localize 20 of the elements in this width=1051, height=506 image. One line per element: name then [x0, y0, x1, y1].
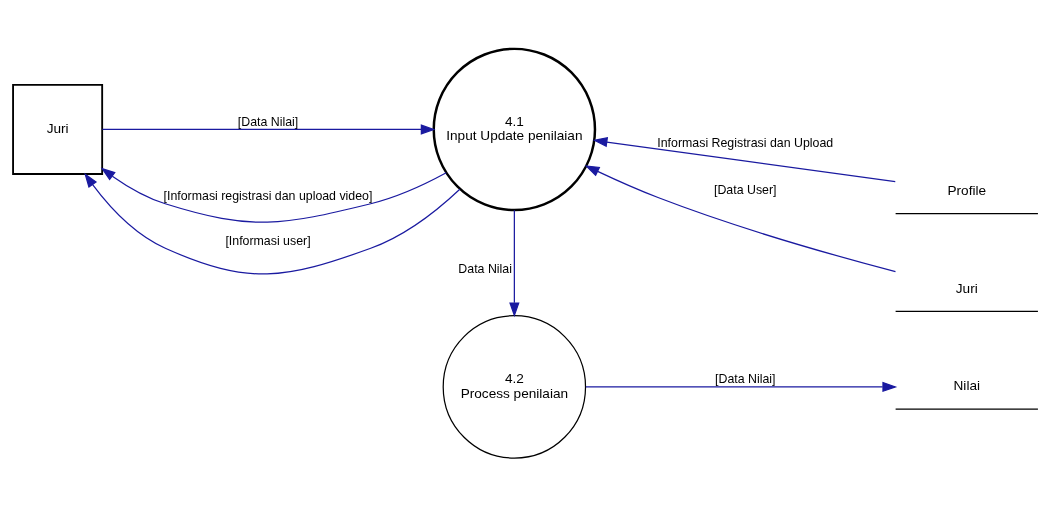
arrow: [584, 164, 897, 272]
edge-label: Informasi Registrasi dan Upload: [657, 135, 834, 150]
edge-label: [Data User]: [714, 182, 777, 197]
node-text: Profile: [947, 182, 987, 198]
arrow: [509, 209, 520, 317]
node-circle: 4.2 Process penilaian: [442, 314, 587, 459]
node-box: Juri: [12, 83, 104, 175]
node-text: Nilai: [953, 377, 981, 393]
arrow: [100, 167, 447, 223]
edge-label: [Informasi registrasi dan upload video]: [163, 188, 373, 203]
arrow: [84, 172, 461, 275]
arrow: [592, 136, 896, 182]
edge-label: [Data Nilai]: [237, 114, 299, 129]
edge-label: Data Nilai: [458, 261, 512, 276]
edge-label: [Data Nilai]: [715, 371, 776, 386]
edge-label: [Informasi user]: [225, 233, 311, 248]
arrow: [101, 123, 436, 135]
arrow: [585, 381, 898, 392]
node-circle: 4.1 Input Update penilaian: [432, 47, 597, 211]
node-text: Juri: [955, 280, 978, 296]
